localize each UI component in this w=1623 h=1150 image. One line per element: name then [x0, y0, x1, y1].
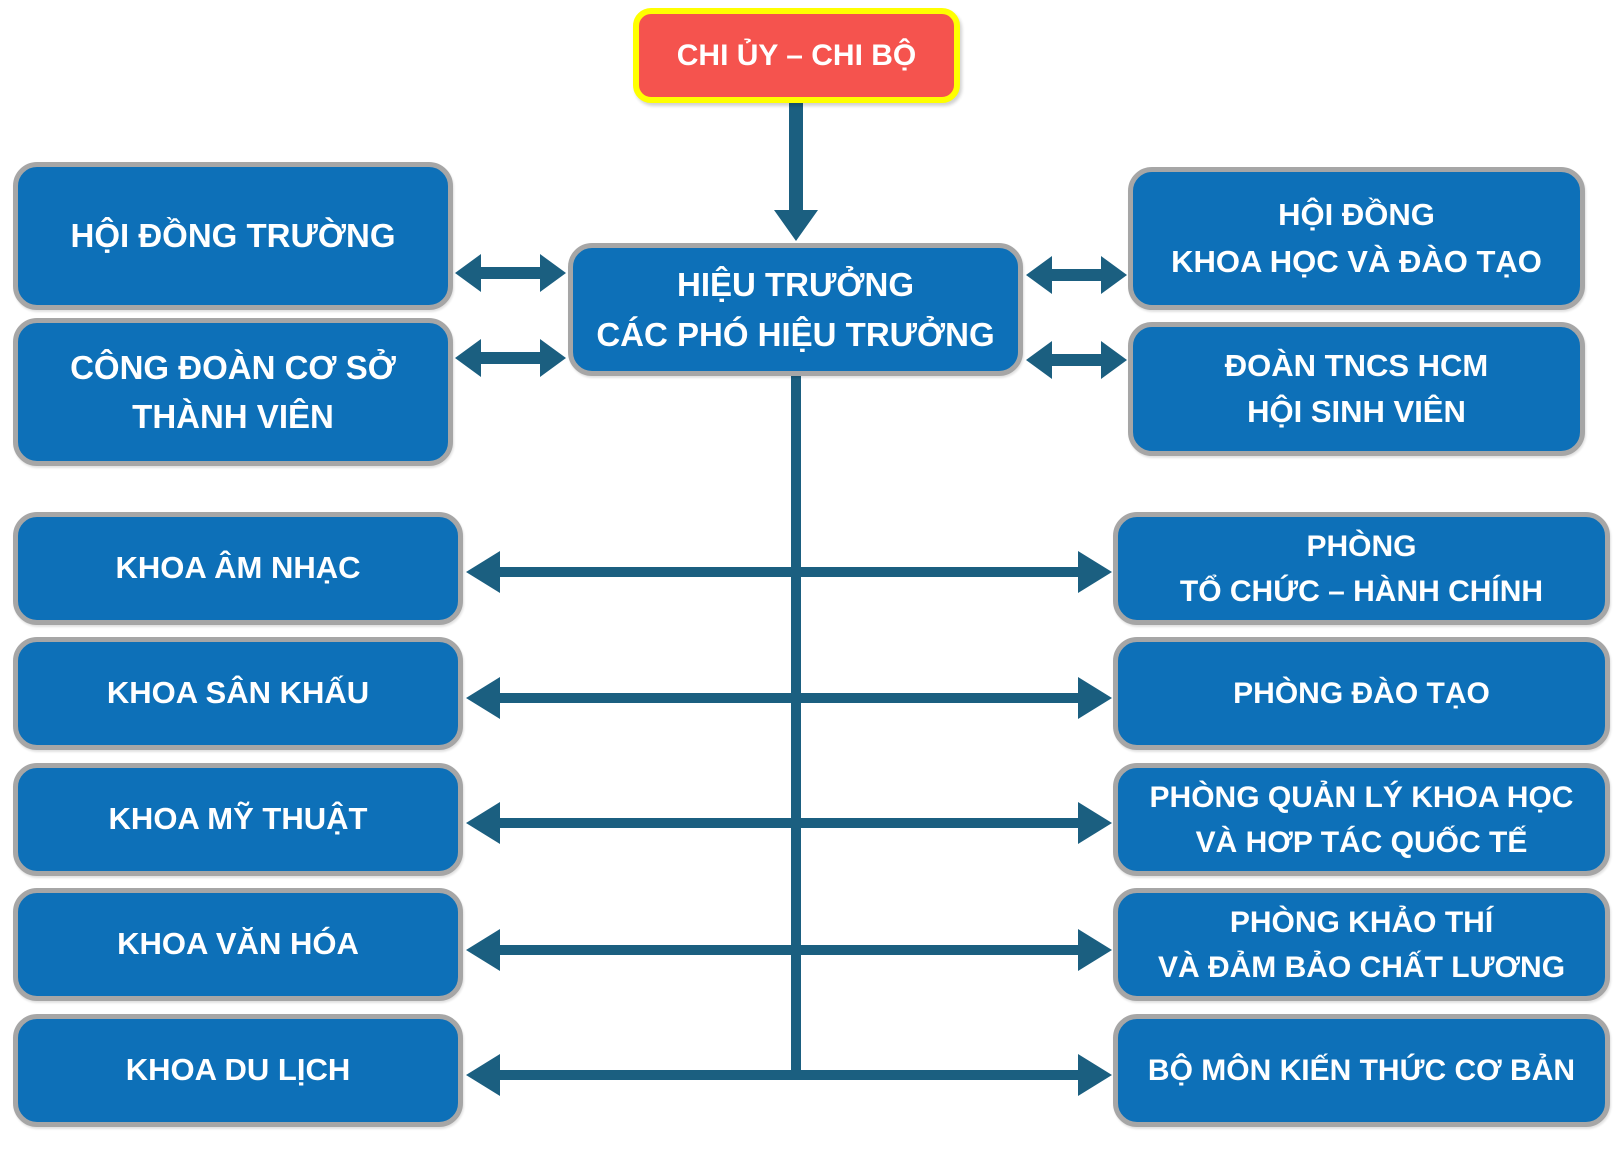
- box-khoa-am-nhac-label: KHOA ÂM NHẠC: [115, 550, 361, 586]
- box-hieu-truong: HIỆU TRƯỞNG CÁC PHÓ HIỆU TRƯỞNG: [568, 243, 1023, 376]
- box-bo-mon-kien-thuc-co-ban: BỘ MÔN KIẾN THỨC CƠ BẢN: [1113, 1014, 1610, 1127]
- box-phong-to-chuc-hanh-chinh-label: PHÒNG TỔ CHỨC – HÀNH CHÍNH: [1179, 529, 1544, 608]
- box-phong-khao-thi-label: PHÒNG KHẢO THÍ VÀ ĐẢM BẢO CHẤT LƯƠNG: [1157, 905, 1566, 984]
- box-hoi-dong-khoa-hoc-dao-tao: HỘI ĐỒNG KHOA HỌC VÀ ĐÀO TẠO: [1128, 167, 1585, 310]
- box-chi-uy-chi-bo: CHI ỦY – CHI BỘ: [633, 8, 960, 103]
- arrow-row-3: [466, 802, 1112, 844]
- box-khoa-my-thuat: KHOA MỸ THUẬT: [13, 763, 463, 876]
- box-phong-dao-tao: PHÒNG ĐÀO TẠO: [1113, 637, 1610, 750]
- box-hieu-truong-label: HIỆU TRƯỞNG CÁC PHÓ HIỆU TRƯỞNG: [596, 266, 995, 353]
- box-khoa-du-lich: KHOA DU LỊCH: [13, 1014, 463, 1127]
- box-hoi-dong-truong: HỘI ĐỒNG TRƯỜNG: [13, 162, 453, 310]
- box-hoi-dong-truong-label: HỘI ĐỒNG TRƯỜNG: [70, 217, 396, 255]
- box-khoa-du-lich-label: KHOA DU LỊCH: [125, 1052, 351, 1088]
- arrow-executive-hoi-dong-truong: [455, 254, 566, 292]
- box-doan-tncs-hcm-label: ĐOÀN TNCS HCM HỘI SINH VIÊN: [1224, 347, 1489, 430]
- spine-vertical: [791, 374, 801, 1075]
- box-phong-quan-ly-khoa-hoc-label: PHÒNG QUẢN LÝ KHOA HỌC VÀ HƠP TÁC QUỐC T…: [1149, 780, 1574, 859]
- arrow-executive-doan-tncs: [1026, 341, 1127, 379]
- box-khoa-am-nhac: KHOA ÂM NHẠC: [13, 512, 463, 625]
- box-cong-doan-co-so-label: CÔNG ĐOÀN CƠ SỞ THÀNH VIÊN: [70, 348, 396, 436]
- box-phong-dao-tao-label: PHÒNG ĐÀO TẠO: [1233, 677, 1490, 710]
- arrow-row-5: [466, 1054, 1112, 1096]
- box-khoa-san-khau-label: KHOA SÂN KHẤU: [106, 675, 370, 711]
- box-bo-mon-kien-thuc-co-ban-label: BỘ MÔN KIẾN THỨC CƠ BẢN: [1147, 1054, 1576, 1087]
- arrow-row-4: [466, 929, 1112, 971]
- arrow-root-to-executive: [774, 100, 818, 241]
- arrow-row-1: [466, 551, 1112, 593]
- box-khoa-van-hoa: KHOA VĂN HÓA: [13, 888, 463, 1001]
- arrow-executive-cong-doan: [455, 339, 566, 377]
- box-cong-doan-co-so: CÔNG ĐOÀN CƠ SỞ THÀNH VIÊN: [13, 318, 453, 466]
- arrow-executive-hoi-dong-khoa-hoc: [1026, 256, 1127, 294]
- box-khoa-van-hoa-label: KHOA VĂN HÓA: [117, 926, 359, 962]
- box-chi-uy-chi-bo-label: CHI ỦY – CHI BỘ: [676, 39, 917, 72]
- box-khoa-san-khau: KHOA SÂN KHẤU: [13, 637, 463, 750]
- box-phong-quan-ly-khoa-hoc: PHÒNG QUẢN LÝ KHOA HỌC VÀ HƠP TÁC QUỐC T…: [1113, 763, 1610, 876]
- box-khoa-my-thuat-label: KHOA MỸ THUẬT: [108, 801, 368, 837]
- box-doan-tncs-hcm: ĐOÀN TNCS HCM HỘI SINH VIÊN: [1128, 322, 1585, 456]
- box-phong-to-chuc-hanh-chinh: PHÒNG TỔ CHỨC – HÀNH CHÍNH: [1113, 512, 1610, 625]
- arrow-row-2: [466, 677, 1112, 719]
- box-hoi-dong-khoa-hoc-dao-tao-label: HỘI ĐỒNG KHOA HỌC VÀ ĐÀO TẠO: [1171, 197, 1542, 279]
- box-phong-khao-thi: PHÒNG KHẢO THÍ VÀ ĐẢM BẢO CHẤT LƯƠNG: [1113, 888, 1610, 1001]
